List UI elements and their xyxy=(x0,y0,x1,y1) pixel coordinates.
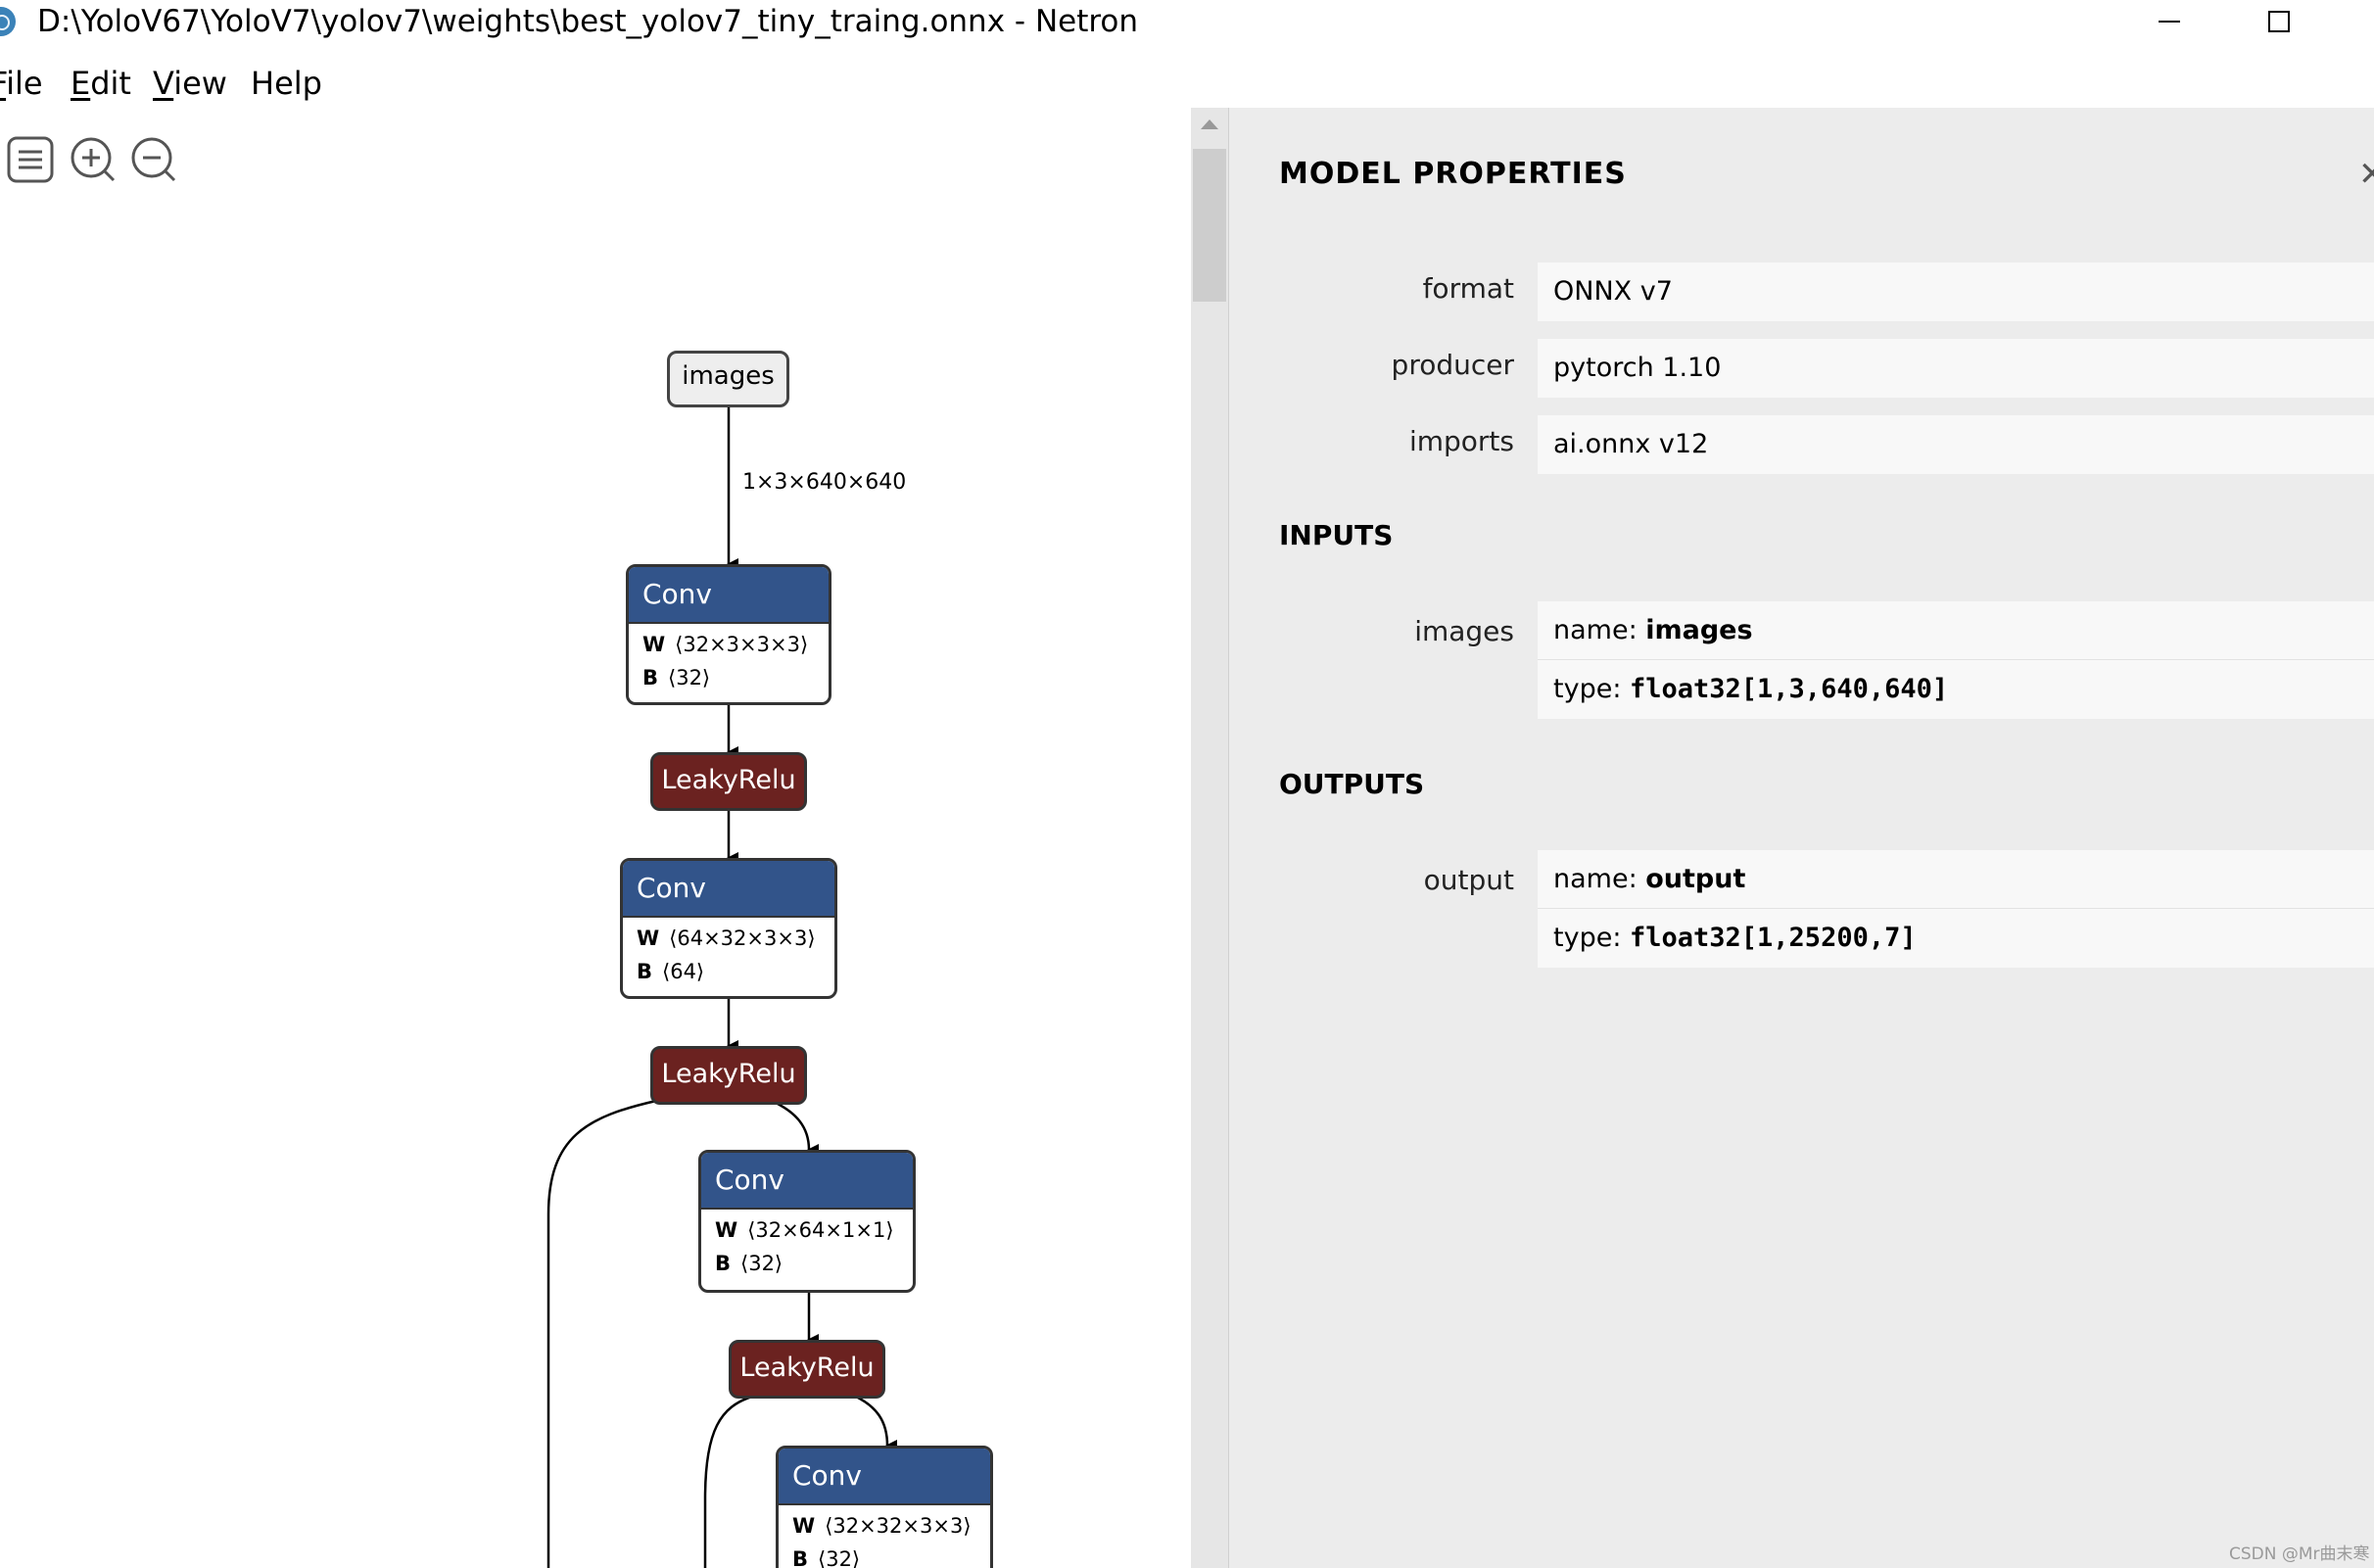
conv-node[interactable]: Conv W⟨32×32×3×3⟩ B⟨32⟩ xyxy=(776,1446,993,1568)
zoom-in-icon xyxy=(71,137,116,182)
window-title: D:\YoloV67\YoloV7\yolov7\weights\best_yo… xyxy=(37,4,1139,39)
node-op-label: Conv xyxy=(701,1153,913,1210)
output-name-value[interactable]: name: output xyxy=(1538,850,2374,909)
output-name-text: output xyxy=(1645,864,1746,894)
zoom-out-button[interactable] xyxy=(129,135,178,184)
netron-app-icon xyxy=(0,7,16,36)
input-name-value[interactable]: name: images xyxy=(1538,601,2374,660)
zoom-in-button[interactable] xyxy=(69,135,118,184)
input-name-prefix: name: xyxy=(1553,615,1646,645)
leakyrelu-node[interactable]: LeakyRelu xyxy=(729,1340,885,1399)
output-type-prefix: type: xyxy=(1553,923,1630,953)
input-type-prefix: type: xyxy=(1553,674,1630,704)
menu-file-mnemonic: F xyxy=(0,65,6,102)
menu-file-label: ile xyxy=(6,65,43,102)
prop-name-format: format xyxy=(1422,272,1514,305)
minimize-button[interactable] xyxy=(2135,0,2204,43)
conv-node[interactable]: Conv W⟨64×32×3×3⟩ B⟨64⟩ xyxy=(620,858,837,999)
menu-view[interactable]: View xyxy=(153,59,227,108)
output-type-value[interactable]: type: float32[1,25200,7] xyxy=(1538,909,2374,968)
model-properties-sidebar: MODEL PROPERTIES ✕ format ONNX v7 produc… xyxy=(1191,108,2374,1568)
menu-file[interactable]: File xyxy=(0,59,43,108)
output-name-label: output xyxy=(1423,864,1514,896)
node-attr-bias: B⟨32⟩ xyxy=(642,666,711,689)
scroll-up-arrow-icon[interactable] xyxy=(1201,119,1218,129)
menu-view-label: iew xyxy=(173,65,227,102)
close-icon[interactable]: ✕ xyxy=(2358,155,2374,194)
outputs-header: OUTPUTS xyxy=(1279,768,1425,800)
prop-value-producer[interactable]: pytorch 1.10 xyxy=(1538,339,2374,398)
scrollbar[interactable] xyxy=(1191,108,1229,1568)
graph-input-node[interactable]: images xyxy=(667,351,789,407)
prop-value-format[interactable]: ONNX v7 xyxy=(1538,262,2374,321)
edge-relu2-skip xyxy=(546,1099,657,1568)
leakyrelu-node[interactable]: LeakyRelu xyxy=(650,1046,807,1105)
output-type-text: float32[1,25200,7] xyxy=(1630,923,1917,953)
menu-edit-label: dit xyxy=(90,65,131,102)
zoom-out-icon xyxy=(131,137,176,182)
edge-relu2-conv3 xyxy=(775,1101,820,1156)
node-attr-weight: W⟨64×32×3×3⟩ xyxy=(637,927,816,950)
prop-name-imports: imports xyxy=(1408,425,1514,457)
conv-node[interactable]: Conv W⟨32×64×1×1⟩ B⟨32⟩ xyxy=(698,1150,916,1293)
sidebar-toggle-button[interactable] xyxy=(6,135,55,184)
input-type-value[interactable]: type: float32[1,3,640,640] xyxy=(1538,660,2374,719)
node-op-label: Conv xyxy=(629,567,829,624)
title-bar: D:\YoloV67\YoloV7\yolov7\weights\best_yo… xyxy=(0,0,2374,43)
watermark: CSDN @Mr曲末寒 xyxy=(2229,1544,2370,1564)
conv-node[interactable]: Conv W⟨32×3×3×3⟩ B⟨32⟩ xyxy=(626,564,831,705)
graph-canvas[interactable]: images 1×3×640×640 Conv W⟨32×3×3×3⟩ B⟨32… xyxy=(0,108,1191,1568)
node-attr-bias: B⟨32⟩ xyxy=(792,1547,861,1568)
prop-value-imports[interactable]: ai.onnx v12 xyxy=(1538,415,2374,474)
inputs-header: INPUTS xyxy=(1279,519,1394,551)
node-attr-weight: W⟨32×64×1×1⟩ xyxy=(715,1218,894,1242)
input-name-label: images xyxy=(1414,615,1514,647)
scrollbar-thumb[interactable] xyxy=(1193,149,1226,302)
input-type-text: float32[1,3,640,640] xyxy=(1630,674,1949,704)
node-attr-bias: B⟨64⟩ xyxy=(637,960,705,983)
edge-relu3-conv4 xyxy=(855,1395,898,1451)
menu-view-mnemonic: V xyxy=(153,65,174,102)
graph-edges xyxy=(546,406,898,1568)
output-name-prefix: name: xyxy=(1553,864,1646,894)
node-op-label: Conv xyxy=(779,1449,990,1505)
node-op-label: Conv xyxy=(623,861,834,918)
input-name-text: images xyxy=(1645,615,1753,645)
menu-edit-mnemonic: E xyxy=(71,65,91,102)
edge-relu3-skip xyxy=(703,1395,753,1568)
sidebar-toggle-icon xyxy=(7,136,54,183)
menu-help-label: Help xyxy=(251,65,322,102)
menu-edit[interactable]: Edit xyxy=(71,59,131,108)
leakyrelu-node[interactable]: LeakyRelu xyxy=(650,752,807,811)
maximize-button[interactable] xyxy=(2245,0,2313,43)
edge-shape-label: 1×3×640×640 xyxy=(742,470,907,495)
node-attr-weight: W⟨32×3×3×3⟩ xyxy=(642,633,809,656)
menu-help[interactable]: Help xyxy=(251,59,322,108)
node-attr-weight: W⟨32×32×3×3⟩ xyxy=(792,1514,972,1538)
node-attr-bias: B⟨32⟩ xyxy=(715,1252,783,1275)
sidebar-title: MODEL PROPERTIES xyxy=(1279,157,1627,191)
prop-name-producer: producer xyxy=(1391,349,1514,381)
